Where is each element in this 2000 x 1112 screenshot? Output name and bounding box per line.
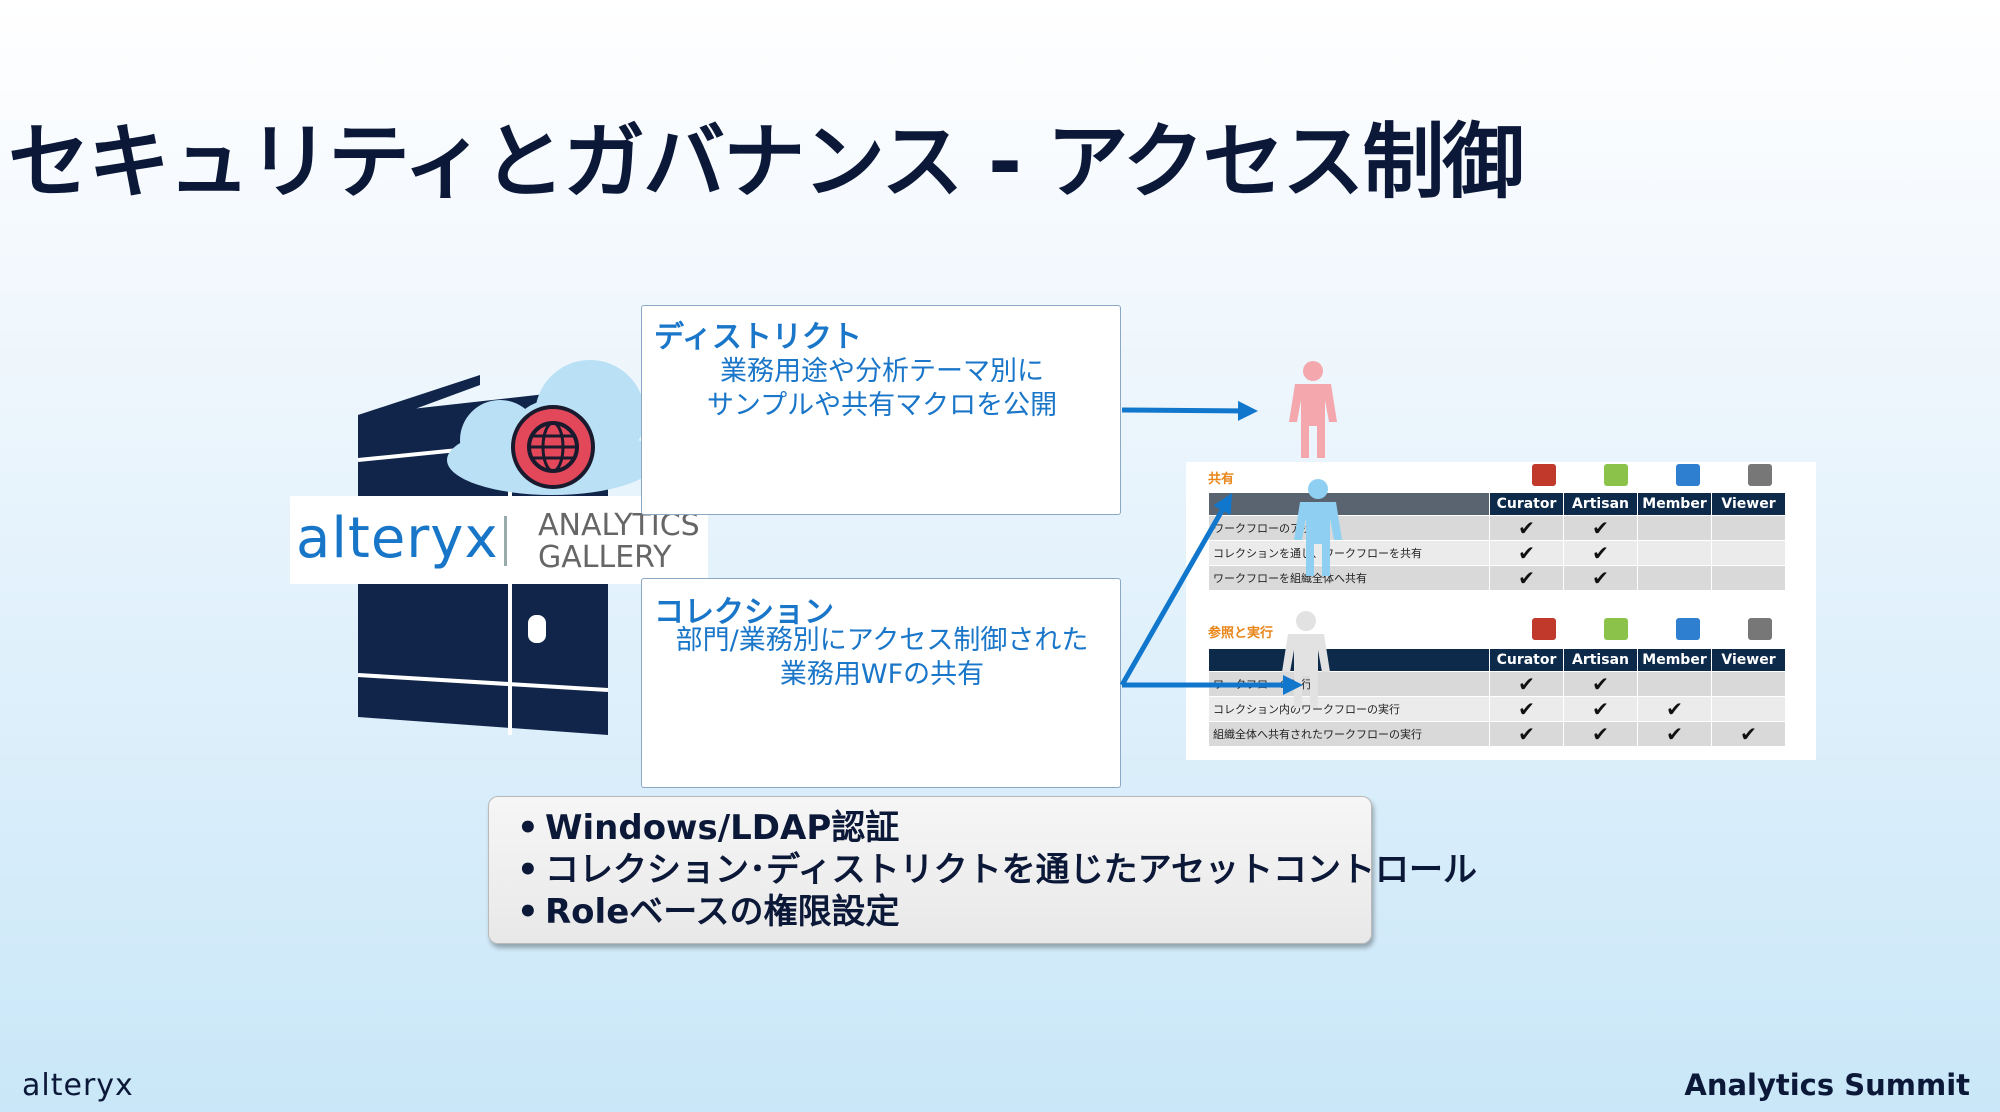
check-mark: ✔	[1563, 515, 1638, 541]
check-mark	[1637, 540, 1712, 566]
role-permission-panel: 共有 Curator Artisan Member Viewer ワークフローの…	[1186, 462, 1816, 760]
share-header-viewer: Viewer	[1711, 492, 1786, 516]
check-mark: ✔	[1637, 696, 1712, 722]
check-mark: ✔	[1563, 565, 1638, 591]
curator-icon	[1532, 464, 1556, 486]
share-table: Curator Artisan Member Viewer ワークフローのアップ…	[1208, 492, 1786, 591]
check-mark	[1637, 515, 1712, 541]
collection-line1: 部門/業務別にアクセス制御された	[675, 625, 1089, 656]
bullet-item: •Roleベースの権限設定	[517, 892, 900, 932]
district-heading: ディストリクト	[654, 320, 862, 355]
collection-box: コレクション 部門/業務別にアクセス制御された 業務用WFの共有	[641, 578, 1121, 788]
bullet-text: Roleベースの権限設定	[545, 892, 900, 932]
run-header-viewer: Viewer	[1711, 648, 1786, 672]
check-mark: ✔	[1489, 540, 1564, 566]
check-mark: ✔	[1563, 721, 1638, 747]
feature-bullets: •Windows/LDAP認証 •コレクション･ディストリクトを通じたアセットコ…	[488, 796, 1477, 944]
check-mark: ✔	[1563, 540, 1638, 566]
share-header-member: Member	[1637, 492, 1712, 516]
check-mark	[1711, 696, 1786, 722]
bullet-item: •コレクション･ディストリクトを通じたアセットコントロール	[517, 850, 1477, 890]
share-header-blank	[1208, 492, 1490, 516]
row-label: コレクション内のワークフローの実行	[1208, 696, 1490, 722]
district-box: ディストリクト 業務用途や分析テーマ別に サンプルや共有マクロを公開	[641, 305, 1121, 515]
viewer-icon	[1748, 464, 1772, 486]
member-icon	[1676, 464, 1700, 486]
check-mark: ✔	[1489, 696, 1564, 722]
page-title: セキュリティとガバナンス - アクセス制御	[8, 115, 1524, 210]
check-mark: ✔	[1563, 696, 1638, 722]
arrows	[1119, 400, 1303, 695]
check-mark: ✔	[1489, 515, 1564, 541]
check-mark: ✔	[1563, 671, 1638, 697]
globe-icon	[511, 405, 595, 489]
check-mark: ✔	[1637, 721, 1712, 747]
member-icon	[1676, 618, 1700, 640]
curator-icon	[1532, 618, 1556, 640]
district-line2: サンプルや共有マクロを公開	[706, 390, 1058, 421]
check-mark	[1637, 565, 1712, 591]
run-header-curator: Curator	[1489, 648, 1564, 672]
row-label: 組織全体へ共有されたワークフローの実行	[1208, 721, 1490, 747]
logo-brand: alteryx	[296, 506, 499, 571]
check-mark: ✔	[1489, 721, 1564, 747]
check-mark	[1711, 515, 1786, 541]
run-table-label: 参照と実行	[1208, 626, 1274, 641]
check-mark	[1711, 671, 1786, 697]
run-header-artisan: Artisan	[1563, 648, 1638, 672]
footer-event: Analytics Summit	[1684, 1068, 1970, 1102]
run-table: Curator Artisan Member Viewer ワークフローの実行 …	[1208, 648, 1786, 747]
alteryx-gallery-logo: alteryx ANALYTICS GALLERY	[290, 496, 708, 584]
check-mark	[1711, 565, 1786, 591]
check-mark	[1711, 540, 1786, 566]
bullet-item: •Windows/LDAP認証	[517, 808, 900, 848]
artisan-icon	[1604, 618, 1628, 640]
check-mark	[1637, 671, 1712, 697]
footer-brand: alteryx	[22, 1068, 134, 1103]
table-row: コレクションを通じ、ワークフローを共有 ✔ ✔	[1208, 540, 1786, 566]
person-pink-icon	[1289, 361, 1337, 458]
collection-share-arrow	[1119, 493, 1232, 687]
check-mark: ✔	[1489, 671, 1564, 697]
check-mark: ✔	[1489, 565, 1564, 591]
district-line1: 業務用途や分析テーマ別に	[720, 356, 1044, 387]
table-row: 組織全体へ共有されたワークフローの実行 ✔ ✔ ✔ ✔	[1208, 721, 1786, 747]
bullet-text: コレクション･ディストリクトを通じたアセットコントロール	[545, 850, 1477, 890]
share-table-label: 共有	[1208, 472, 1235, 487]
share-header-curator: Curator	[1489, 492, 1564, 516]
bullet-text: Windows/LDAP認証	[545, 808, 900, 848]
check-mark: ✔	[1711, 721, 1786, 747]
district-arrow	[1121, 400, 1258, 421]
person-blue-icon	[1294, 479, 1342, 576]
logo-product-line2: GALLERY	[538, 540, 672, 575]
run-header-blank	[1208, 648, 1490, 672]
artisan-icon	[1604, 464, 1628, 486]
share-header-artisan: Artisan	[1563, 492, 1638, 516]
logo-divider	[504, 516, 507, 566]
viewer-icon	[1748, 618, 1772, 640]
collection-line2: 業務用WFの共有	[779, 659, 985, 690]
collection-heading: コレクション	[654, 595, 834, 630]
run-header-member: Member	[1637, 648, 1712, 672]
